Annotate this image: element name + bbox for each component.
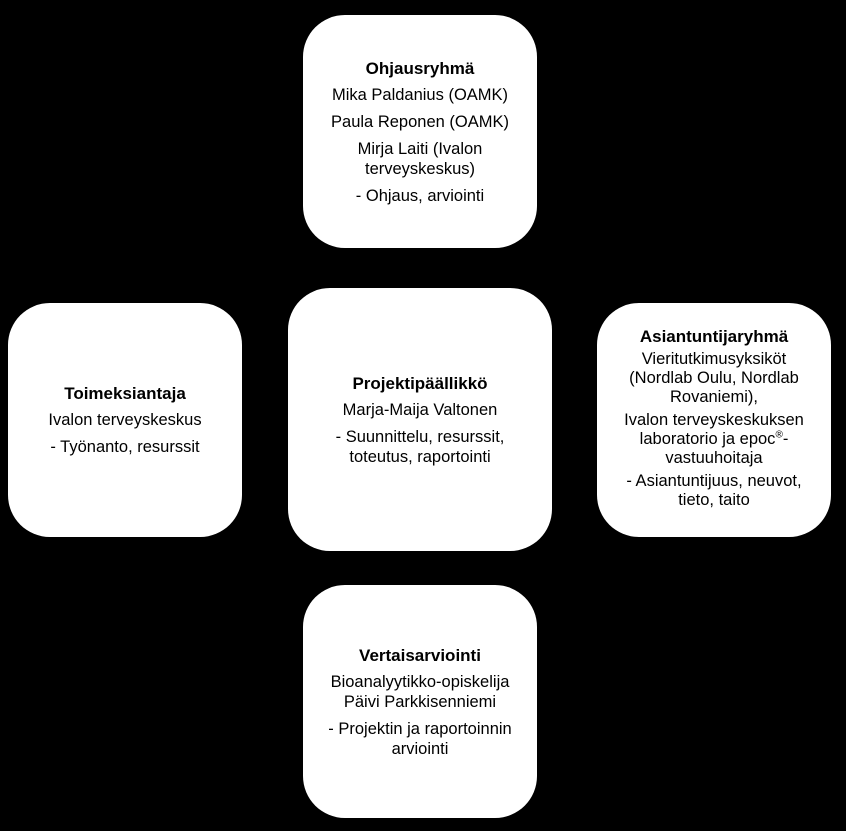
asiantuntijaryhma-lab-suffix: -vastuuhoitaja bbox=[665, 430, 789, 467]
asiantuntijaryhma-title: Asiantuntijaryhmä bbox=[639, 327, 789, 346]
asiantuntijaryhma-lab-text: Ivalon terveyskeskuksen laboratorio ja e… bbox=[624, 411, 804, 448]
vertaisarviointi-role: - Projektin ja raportoinnin arviointi bbox=[328, 719, 512, 758]
projektipaallikko-box: Projektipäällikkö Marja-Maija Valtonen -… bbox=[288, 288, 552, 551]
ohjausryhma-title: Ohjausryhmä bbox=[365, 58, 475, 78]
projektipaallikko-title: Projektipäällikkö bbox=[352, 373, 488, 393]
asiantuntijaryhma-box: Asiantuntijaryhmä Vieritutkimusyksiköt (… bbox=[597, 303, 831, 537]
toimeksiantaja-box: Toimeksiantaja Ivalon terveyskeskus - Ty… bbox=[8, 303, 242, 537]
vertaisarviointi-box: Vertaisarviointi Bioanalyytikko-opiskeli… bbox=[303, 585, 537, 818]
vertaisarviointi-name: Bioanalyytikko-opiskelija Päivi Parkkise… bbox=[330, 672, 510, 711]
asiantuntijaryhma-role: - Asiantuntijuus, neuvot, tieto, taito bbox=[626, 472, 802, 509]
toimeksiantaja-title: Toimeksiantaja bbox=[64, 384, 186, 403]
toimeksiantaja-org: Ivalon terveyskeskus bbox=[48, 411, 202, 429]
ohjausryhma-box: Ohjausryhmä Mika Paldanius (OAMK) Paula … bbox=[303, 15, 537, 248]
vertaisarviointi-title: Vertaisarviointi bbox=[359, 645, 481, 665]
projektipaallikko-name: Marja-Maija Valtonen bbox=[342, 400, 498, 419]
ohjausryhma-member-2: Paula Reponen (OAMK) bbox=[331, 112, 509, 131]
ohjausryhma-member-1: Mika Paldanius (OAMK) bbox=[331, 85, 509, 104]
asiantuntijaryhma-lab: Ivalon terveyskeskuksen laboratorio ja e… bbox=[612, 411, 817, 468]
toimeksiantaja-role: - Työnanto, resurssit bbox=[50, 438, 200, 456]
ohjausryhma-role: - Ohjaus, arviointi bbox=[355, 186, 485, 205]
ohjausryhma-member-3: Mirja Laiti (Ivalon terveyskeskus) bbox=[357, 139, 483, 178]
asiantuntijaryhma-units: Vieritutkimusyksiköt (Nordlab Oulu, Nord… bbox=[629, 350, 799, 406]
registered-mark: ® bbox=[775, 429, 783, 441]
projektipaallikko-role: - Suunnittelu, resurssit, toteutus, rapo… bbox=[335, 427, 505, 466]
